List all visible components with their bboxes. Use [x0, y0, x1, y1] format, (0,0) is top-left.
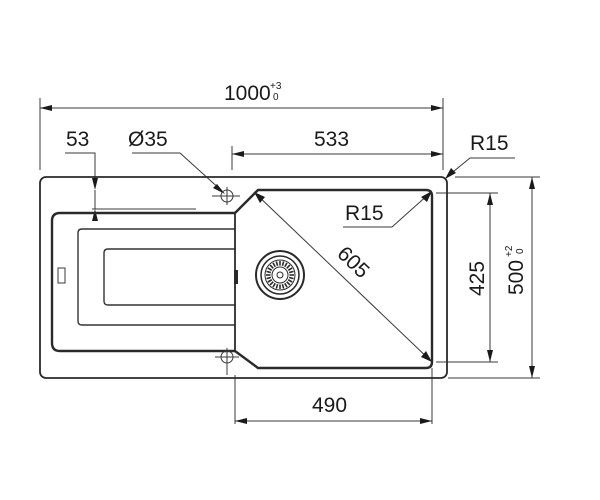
overflow-slot — [57, 267, 66, 284]
arrow-1000-left — [40, 105, 52, 111]
drain-outer-ring — [255, 250, 305, 300]
label-overall-depth-tol-lower: 0 — [515, 248, 526, 254]
drain-slot — [281, 261, 285, 267]
drain-center — [276, 271, 284, 279]
drain-slot — [284, 282, 288, 288]
dimension-lines — [40, 105, 535, 424]
drain-slot — [275, 283, 279, 289]
drain-slot — [269, 264, 274, 269]
arrow-490-left — [235, 418, 247, 424]
drain-strainer-icon — [255, 250, 305, 300]
leader-dia35 — [132, 152, 223, 192]
drain-slot — [281, 283, 285, 289]
label-bowl-corner-radius: R15 — [345, 202, 384, 225]
arrow-bowl-r15 — [421, 191, 432, 202]
leader-outer-r15 — [447, 157, 515, 177]
sink-outer-edge — [39, 176, 448, 379]
drainer-middle-groove — [77, 228, 235, 326]
extension-lines — [39, 98, 540, 424]
tap-hole-bottom — [215, 348, 239, 375]
label-tap-hole-diameter: Ø35 — [128, 128, 168, 151]
label-edge-offset: 53 — [66, 128, 89, 151]
arrow-533-right — [431, 151, 443, 157]
drain-slot — [272, 282, 276, 288]
bowl-outline — [234, 188, 434, 370]
drainer-outer-groove — [50, 211, 235, 353]
drain-slot — [275, 261, 279, 267]
label-overall-width-tol-lower: 0 — [273, 92, 279, 103]
arrow-53-bottom — [92, 209, 98, 221]
arrow-53-top — [92, 178, 98, 190]
label-bowl-width-bottom: 490 — [312, 394, 347, 417]
arrow-outer-r15 — [445, 168, 456, 179]
label-overall-depth-tol-upper: +2 — [504, 245, 515, 257]
label-overall-width: 1000 — [224, 82, 271, 105]
drain-slot — [269, 281, 274, 286]
arrow-605-top — [254, 192, 265, 203]
dim-line-605 — [253, 191, 433, 363]
drain-slot — [267, 279, 273, 283]
leader-53 — [65, 152, 96, 182]
divider-notch — [234, 270, 238, 284]
arrow-500-top — [529, 177, 535, 189]
drain-inner-ring — [271, 266, 289, 284]
arrow-425-top — [487, 193, 493, 205]
drain-rim — [260, 255, 300, 295]
arrow-1000-right — [431, 105, 443, 111]
label-overall-depth: 500 — [505, 260, 528, 295]
arrow-dia35 — [213, 184, 225, 194]
tap-hole-top — [212, 187, 240, 205]
drain-slot — [288, 270, 294, 274]
arrow-533-left — [232, 151, 244, 157]
drain-slot — [286, 281, 291, 286]
drain-slot — [266, 270, 272, 274]
drain-slot — [284, 262, 288, 268]
drainer-inner-groove — [103, 248, 235, 306]
drain-slot — [288, 276, 294, 280]
label-bowl-diagonal: 605 — [333, 242, 374, 283]
label-bowl-width-top: 533 — [314, 128, 349, 151]
drain-slot — [287, 279, 293, 283]
drain-slot — [272, 262, 276, 268]
drain-slot — [287, 267, 293, 271]
drain-slot-ring — [264, 259, 296, 291]
drain-slot — [286, 264, 291, 269]
drainer — [50, 211, 238, 353]
label-outer-corner-radius: R15 — [470, 132, 509, 155]
arrow-605-bottom — [421, 351, 432, 362]
drain-slot — [267, 267, 273, 271]
leader-bowl-r15 — [343, 192, 431, 228]
arrow-500-bottom — [529, 366, 535, 378]
label-overall-width-tol-upper: +3 — [270, 81, 282, 92]
label-bowl-depth: 425 — [466, 261, 489, 296]
arrow-425-bottom — [487, 350, 493, 362]
arrow-490-right — [420, 418, 432, 424]
drain-slot — [266, 276, 272, 280]
